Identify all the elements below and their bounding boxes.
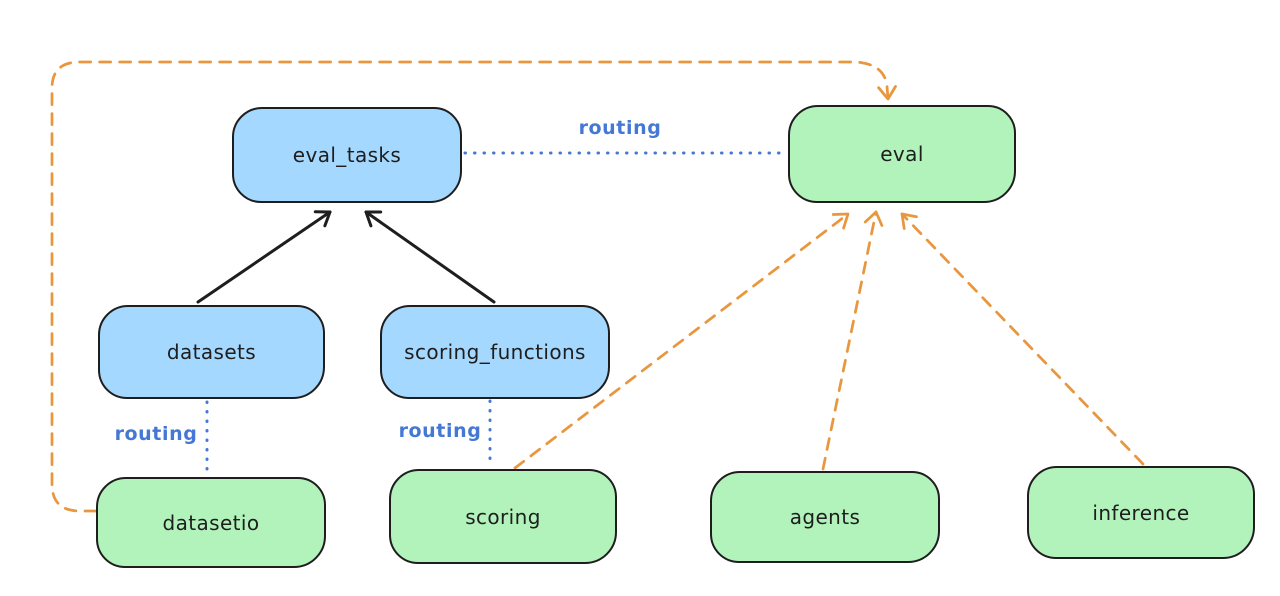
edge-agents-to-eval <box>821 210 884 471</box>
node-datasetio: datasetio <box>96 477 326 568</box>
node-inference: inference <box>1027 466 1255 559</box>
node-scoring: scoring <box>389 469 617 564</box>
edge-inference-to-eval <box>900 212 1145 466</box>
routing-label-datasets-datasetio: routing <box>114 423 198 445</box>
node-datasets-label: datasets <box>166 340 257 364</box>
node-datasets: datasets <box>98 305 325 399</box>
edge-scoring-to-eval <box>513 212 850 470</box>
node-scoring-label: scoring <box>465 504 541 529</box>
routing-label-scoring-functions-scoring: routing <box>398 420 482 442</box>
node-agents: agents <box>710 471 940 563</box>
edge-datasets-to-eval-tasks <box>196 210 332 304</box>
node-datasetio-label: datasetio <box>162 510 260 535</box>
node-eval: eval <box>788 105 1016 203</box>
node-eval-tasks-label: eval_tasks <box>292 143 402 167</box>
node-eval-tasks: eval_tasks <box>232 107 462 203</box>
routing-label-eval-tasks-eval: routing <box>578 117 662 139</box>
edge-datasetio-to-eval <box>50 60 897 513</box>
edge-scoring-functions-to-eval-tasks <box>364 210 496 304</box>
node-inference-label: inference <box>1092 500 1190 525</box>
node-scoring-functions-label: scoring_functions <box>404 340 586 364</box>
node-agents-label: agents <box>789 505 861 529</box>
node-eval-label: eval <box>880 142 924 166</box>
node-scoring-functions: scoring_functions <box>380 305 610 399</box>
